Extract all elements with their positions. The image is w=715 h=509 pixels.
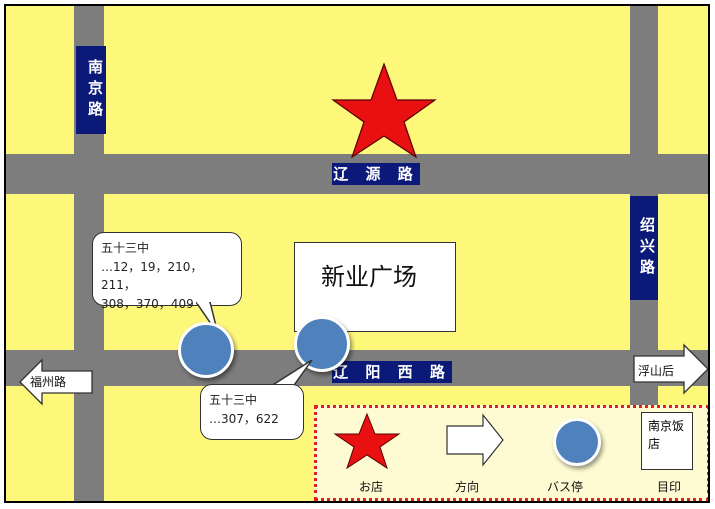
bus-callout-north-lines-2: 308，370，409 bbox=[101, 296, 194, 311]
bus-callout-north-lines-1: …12，19，210，211， bbox=[101, 259, 203, 293]
road-label-liaoyang-west: 辽 阳 西 路 bbox=[332, 361, 452, 383]
legend-direction-label: 方向 bbox=[455, 480, 480, 494]
legend-landmark-label: 目印 bbox=[657, 480, 682, 494]
legend-arrow-icon bbox=[446, 413, 504, 467]
legend-star-icon bbox=[333, 412, 401, 470]
bus-stop-icon-north bbox=[178, 322, 234, 378]
legend-box: お店 方向 バス停 南京饭店 目印 bbox=[314, 405, 708, 501]
east-direction-label: 浮山后 bbox=[638, 364, 675, 378]
legend-landmark-sample-text: 南京饭店 bbox=[648, 419, 685, 451]
road-label-liaoyuan: 辽 源 路 bbox=[332, 163, 420, 185]
shop-star-icon bbox=[331, 62, 437, 159]
bus-callout-south: 五十三中 …307，622 bbox=[200, 384, 304, 440]
plaza-label: 新业广场 bbox=[321, 263, 417, 291]
legend-landmark-sample: 南京饭店 bbox=[641, 412, 693, 470]
legend-bus-stop-icon bbox=[553, 418, 601, 466]
legend-bus-label: バス停 bbox=[547, 480, 584, 494]
legend-shop-label: お店 bbox=[359, 480, 384, 494]
road-label-nanjing: 南京路 bbox=[76, 46, 106, 134]
road-label-shaoxing: 绍兴路 bbox=[630, 196, 658, 300]
bus-callout-south-stop: 五十三中 bbox=[209, 393, 258, 407]
bus-callout-north-stop: 五十三中 bbox=[101, 241, 150, 255]
west-direction-label: 福州路 bbox=[30, 375, 67, 389]
west-arrow-icon bbox=[19, 358, 93, 406]
map-frame: 南京路 绍兴路 辽 源 路 辽 阳 西 路 新业广场 五十三中 …12，19，2… bbox=[4, 4, 710, 503]
bus-stop-icon-south bbox=[294, 316, 350, 372]
bus-callout-south-lines: …307，622 bbox=[209, 411, 279, 426]
bus-callout-north: 五十三中 …12，19，210，211， 308，370，409 bbox=[92, 232, 242, 311]
east-arrow-icon bbox=[633, 343, 708, 395]
